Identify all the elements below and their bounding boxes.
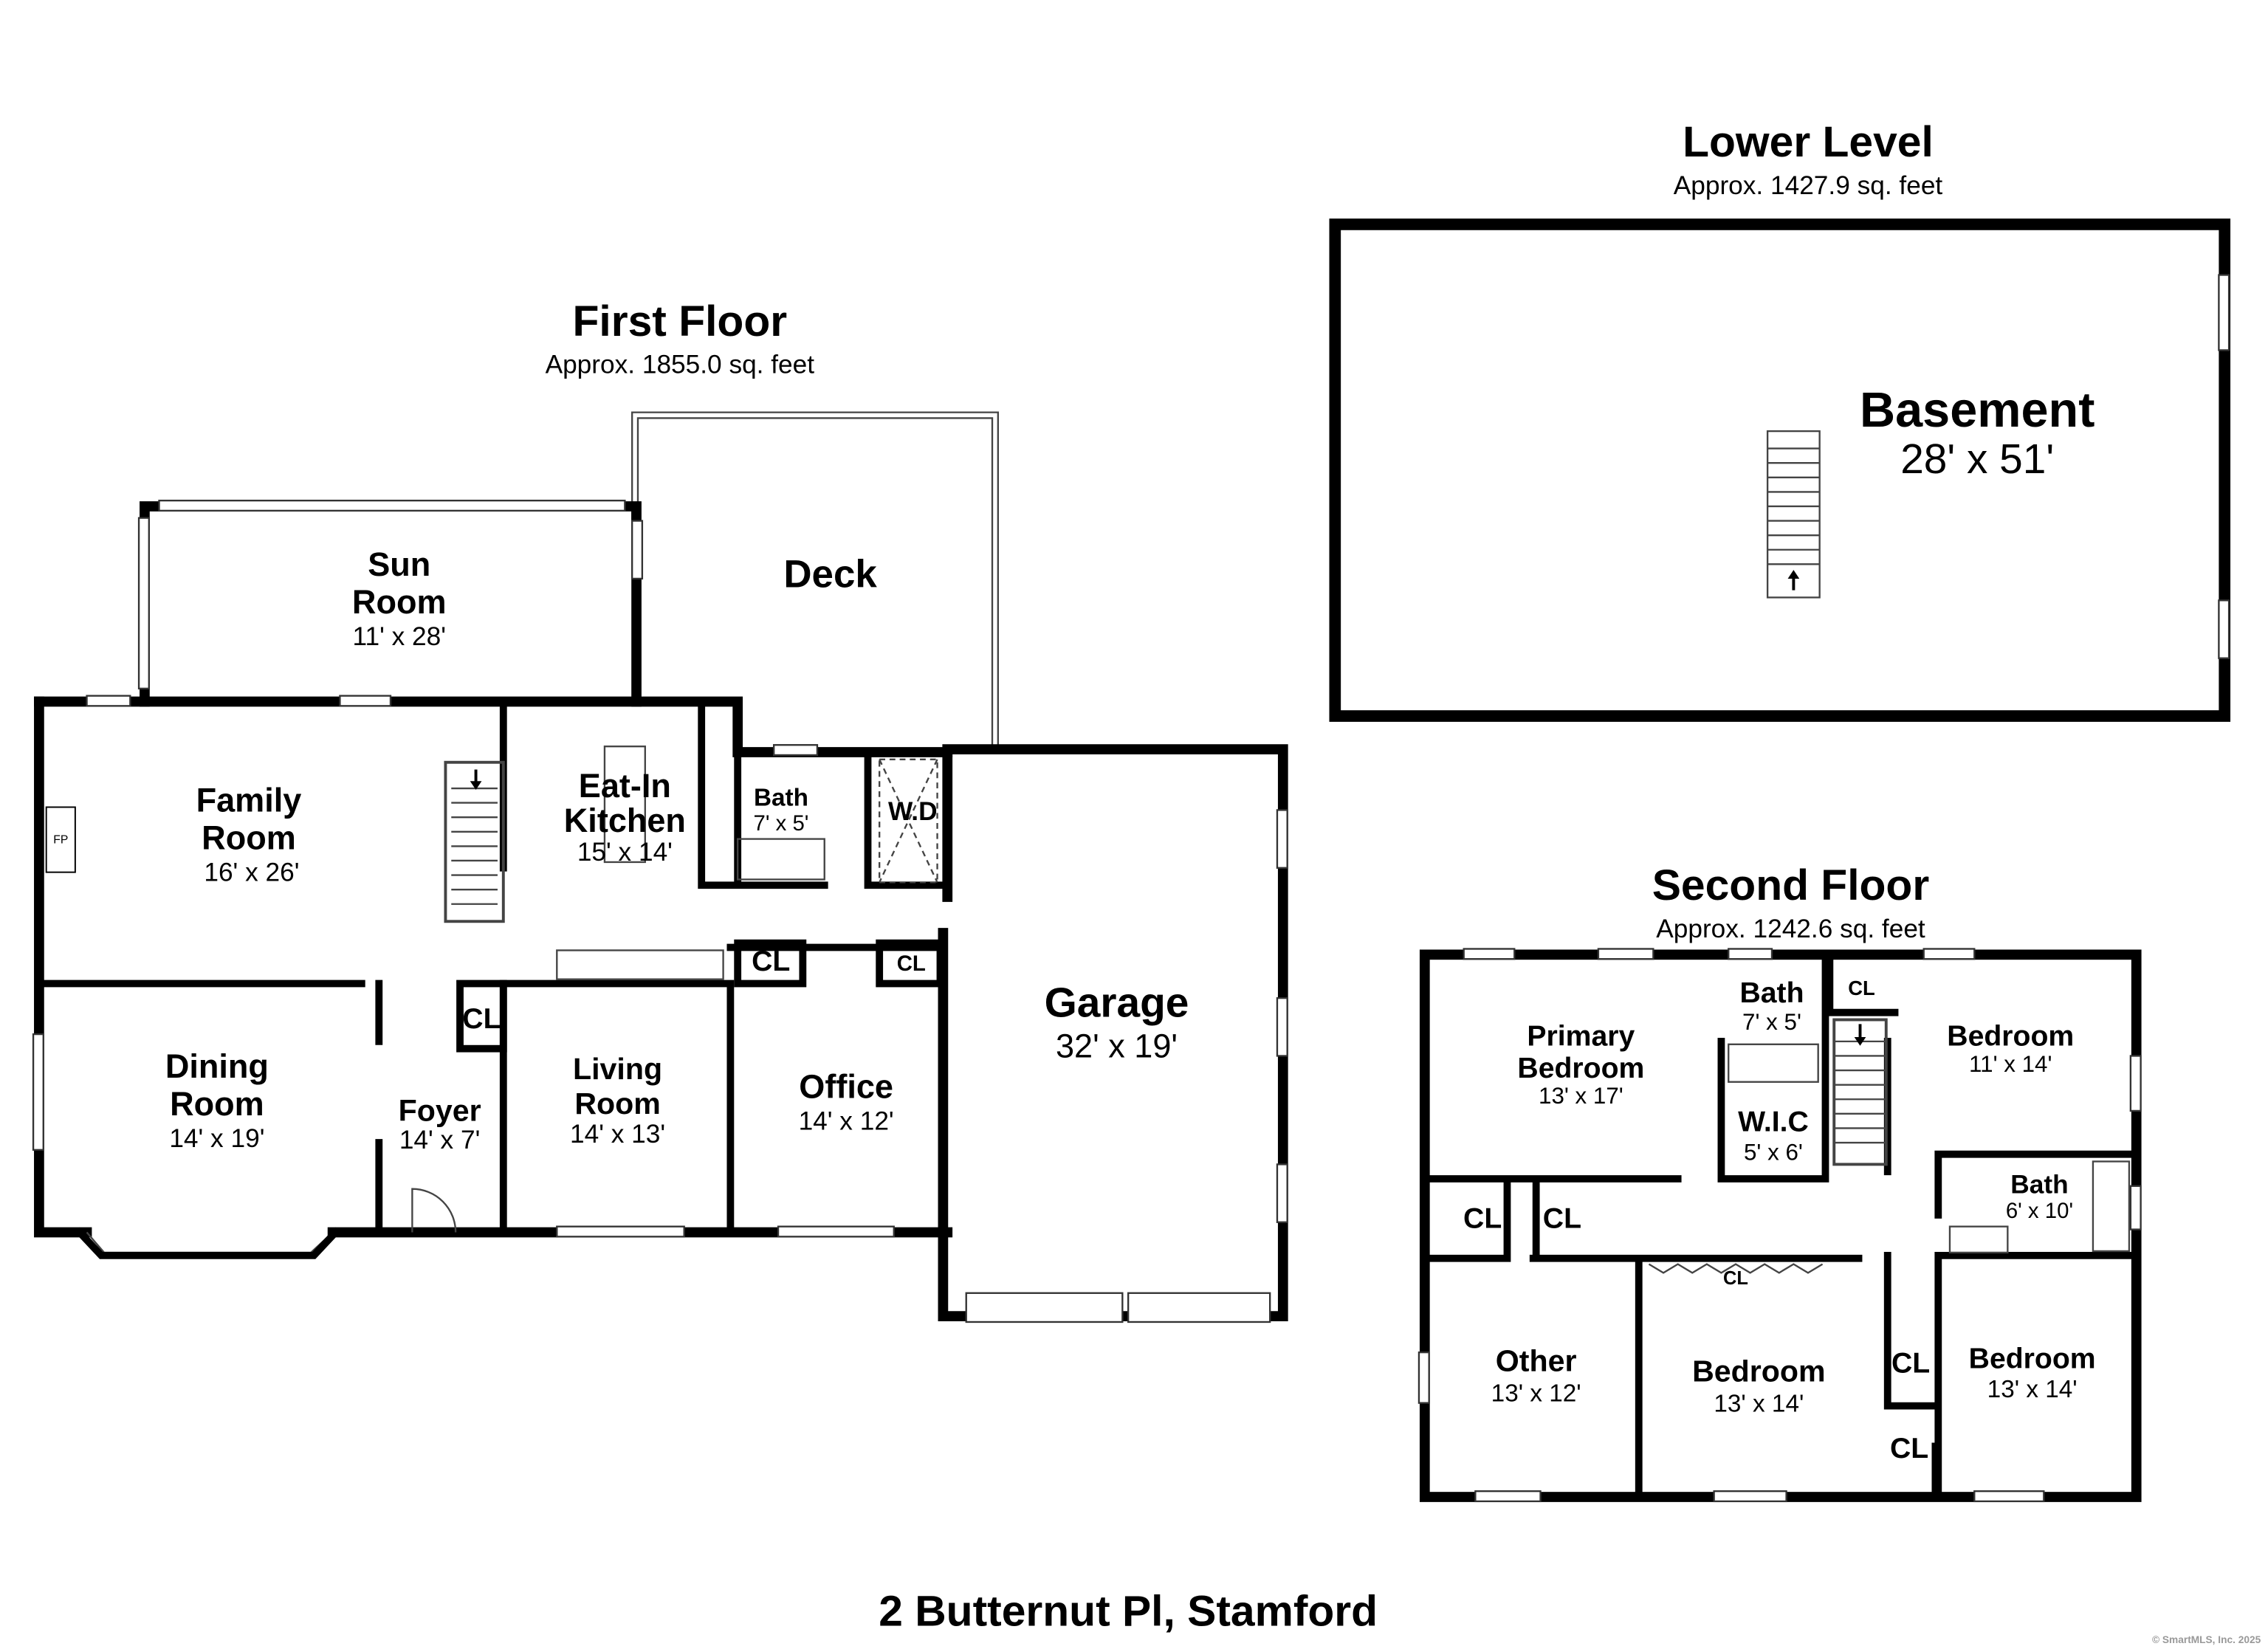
- second-floor-title: Second Floor: [1652, 861, 1929, 909]
- svg-text:13' x 14': 13' x 14': [1714, 1390, 1804, 1417]
- first-floor: First Floor Approx. 1855.0 sq. feet: [32, 297, 1288, 1323]
- svg-text:Room: Room: [170, 1085, 264, 1123]
- lower-level-area: Approx. 1427.9 sq. feet: [1674, 171, 1943, 200]
- garage-door: [1127, 1292, 1271, 1323]
- vanity: [1948, 1225, 2009, 1254]
- closet-label: CL: [1723, 1268, 1748, 1289]
- living-room-label: Living: [573, 1052, 662, 1086]
- svg-text:13' x 14': 13' x 14': [1987, 1376, 2078, 1403]
- svg-text:6' x 10': 6' x 10': [2006, 1199, 2073, 1223]
- basement-label: Basement: [1860, 383, 2095, 438]
- window: [158, 499, 626, 512]
- front-door[interactable]: [411, 1188, 457, 1233]
- foyer-label: Foyer: [399, 1094, 481, 1128]
- deck-outline: [630, 411, 1000, 746]
- laundry-label: W.D: [888, 797, 938, 826]
- closet-bifold: [1648, 1263, 1824, 1274]
- closet-label: CL: [1890, 1433, 1928, 1464]
- shower: [1728, 1043, 1819, 1083]
- svg-text:14' x 7': 14' x 7': [399, 1126, 481, 1154]
- second-floor: Second Floor Approx. 1242.6 sq. feet Pri…: [1418, 861, 2142, 1503]
- svg-text:11' x 28': 11' x 28': [352, 622, 445, 651]
- svg-text:Room: Room: [202, 819, 296, 856]
- wic-label: W.I.C: [1738, 1106, 1809, 1137]
- primary-bedroom-label: Primary: [1527, 1021, 1635, 1053]
- closet-label: CL: [752, 946, 790, 977]
- closet-label: CL: [897, 951, 926, 976]
- basement-walls: [1329, 218, 2231, 722]
- interior-walls: [1420, 951, 2140, 1501]
- dining-room-label: Dining: [165, 1047, 269, 1085]
- kitchen-island: [603, 746, 646, 864]
- family-room-label: Family: [196, 781, 302, 819]
- svg-text:Bedroom: Bedroom: [1517, 1053, 1644, 1084]
- garage-door: [965, 1292, 1124, 1323]
- svg-text:Room: Room: [352, 583, 447, 621]
- bath-label: Bath: [754, 785, 808, 812]
- stairs: [1832, 1018, 1888, 1166]
- kitchen-counter: [556, 949, 724, 980]
- svg-text:Room: Room: [574, 1087, 661, 1120]
- bathtub: [2092, 1160, 2131, 1253]
- closet-label: CL: [1848, 977, 1875, 999]
- window: [630, 520, 644, 580]
- second-floor-area: Approx. 1242.6 sq. feet: [1656, 915, 1925, 943]
- closet-label: CL: [1463, 1203, 1502, 1235]
- svg-text:13' x 17': 13' x 17': [1539, 1083, 1623, 1109]
- svg-text:7' x 5': 7' x 5': [1742, 1009, 1801, 1035]
- bath-label: Bath: [1739, 977, 1804, 1009]
- lower-level-title: Lower Level: [1683, 118, 1934, 166]
- window: [137, 517, 150, 690]
- bedroom-label: Bedroom: [1947, 1021, 2074, 1053]
- sun-room-label: Sun: [368, 545, 430, 583]
- fireplace: [45, 806, 76, 873]
- svg-text:14' x 13': 14' x 13': [570, 1120, 665, 1149]
- svg-text:14' x 12': 14' x 12': [799, 1106, 894, 1135]
- svg-text:32' x 19': 32' x 19': [1056, 1027, 1178, 1064]
- lower-level: Lower Level Approx. 1427.9 sq. feet Base…: [1329, 118, 2231, 722]
- office-label: Office: [799, 1067, 893, 1105]
- first-floor-title: First Floor: [573, 297, 788, 345]
- other-room-label: Other: [1496, 1344, 1577, 1378]
- bath-label: Bath: [2010, 1171, 2068, 1199]
- svg-text:11' x 14': 11' x 14': [1969, 1051, 2052, 1077]
- shower: [737, 838, 825, 881]
- svg-text:5' x 6': 5' x 6': [1744, 1140, 1803, 1166]
- closet-label: CL: [462, 1003, 501, 1035]
- svg-text:14' x 19': 14' x 19': [169, 1124, 264, 1153]
- bedroom-label: Bedroom: [1969, 1343, 2096, 1375]
- stairs: [444, 760, 505, 923]
- property-address: 2 Butternut Pl, Stamford: [879, 1587, 1378, 1635]
- svg-text:15' x 14': 15' x 14': [577, 838, 673, 867]
- garage-label: Garage: [1045, 980, 1189, 1027]
- bedroom-label: Bedroom: [1692, 1354, 1826, 1388]
- garage-walls: [938, 744, 1288, 1321]
- closet-label: CL: [1891, 1348, 1930, 1380]
- bay-window: [86, 1231, 334, 1254]
- fireplace-label: FP: [53, 833, 68, 846]
- svg-text:28' x 51': 28' x 51': [1900, 436, 2054, 483]
- svg-text:7' x 5': 7' x 5': [754, 811, 809, 836]
- kitchen-label: Eat-In: [579, 767, 671, 805]
- svg-text:13' x 12': 13' x 12': [1491, 1380, 1581, 1408]
- watermark: © SmartMLS, Inc. 2025: [2152, 1634, 2261, 1645]
- stairs: [1766, 430, 1821, 599]
- svg-text:Kitchen: Kitchen: [564, 802, 686, 839]
- deck-label: Deck: [783, 553, 877, 596]
- first-floor-area: Approx. 1855.0 sq. feet: [546, 351, 815, 379]
- closet-label: CL: [1543, 1203, 1581, 1235]
- svg-text:16' x 26': 16' x 26': [204, 858, 299, 887]
